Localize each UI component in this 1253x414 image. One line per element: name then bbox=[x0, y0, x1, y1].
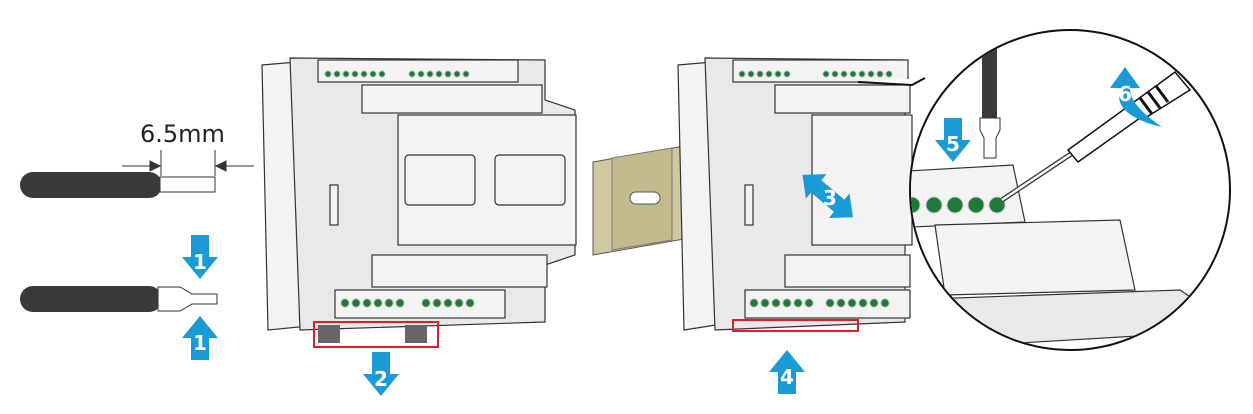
terminal-screw bbox=[465, 298, 475, 308]
terminal-screw bbox=[858, 298, 868, 308]
terminal-screw bbox=[783, 70, 791, 78]
din-module-right bbox=[677, 57, 913, 331]
svg-text:5: 5 bbox=[946, 132, 960, 156]
terminal-screw bbox=[849, 70, 857, 78]
terminal-screw bbox=[760, 298, 770, 308]
terminal-screw bbox=[443, 298, 453, 308]
terminal-screw bbox=[373, 298, 383, 308]
terminal-screw bbox=[417, 70, 425, 78]
svg-text:1: 1 bbox=[193, 250, 207, 274]
step-1-down-arrow: 1 bbox=[182, 235, 218, 279]
svg-text:3: 3 bbox=[823, 186, 837, 210]
terminal-screw bbox=[831, 70, 839, 78]
terminal-screw bbox=[793, 298, 803, 308]
terminal-screw bbox=[738, 70, 746, 78]
terminal-screw bbox=[378, 70, 386, 78]
terminal-row bbox=[738, 70, 893, 308]
svg-text:1: 1 bbox=[193, 331, 207, 355]
terminal-screw bbox=[967, 196, 985, 214]
terminal-screw bbox=[351, 70, 359, 78]
terminal-screw bbox=[351, 298, 361, 308]
terminal-screw bbox=[774, 70, 782, 78]
terminal-screw bbox=[925, 196, 943, 214]
terminal-screw bbox=[444, 70, 452, 78]
terminal-screw bbox=[340, 298, 350, 308]
ferrule-wire bbox=[20, 286, 218, 312]
terminal-screw bbox=[869, 298, 879, 308]
terminal-screw bbox=[360, 70, 368, 78]
terminal-screw bbox=[454, 298, 464, 308]
dimension-label: 6.5mm bbox=[140, 120, 225, 148]
svg-text:4: 4 bbox=[780, 365, 794, 389]
step-6-rotate-arrow: 6 bbox=[1110, 67, 1162, 127]
terminal-screw bbox=[333, 70, 341, 78]
step-3-diagonal-arrow: 3 bbox=[802, 174, 853, 218]
terminal-screw bbox=[426, 70, 434, 78]
terminal-screw bbox=[384, 298, 394, 308]
terminal-screw bbox=[749, 298, 759, 308]
terminal-screw bbox=[395, 298, 405, 308]
stripped-wire bbox=[20, 172, 216, 198]
terminal-screw bbox=[858, 70, 866, 78]
din-module-left bbox=[261, 57, 577, 343]
terminal-screw bbox=[782, 298, 792, 308]
terminal-screw bbox=[880, 298, 890, 308]
terminal-screw bbox=[847, 298, 857, 308]
step-5-down-arrow: 5 bbox=[935, 118, 971, 162]
terminal-screw bbox=[765, 70, 773, 78]
terminal-screw bbox=[408, 70, 416, 78]
clip-highlight-box bbox=[313, 321, 439, 348]
terminal-screw bbox=[462, 70, 470, 78]
terminal-screw bbox=[369, 70, 377, 78]
terminal-screw bbox=[342, 70, 350, 78]
terminal-screw bbox=[747, 70, 755, 78]
din-rail bbox=[592, 144, 691, 256]
terminal-screw bbox=[421, 298, 431, 308]
clip-highlight-box-right bbox=[732, 319, 859, 332]
svg-text:2: 2 bbox=[374, 367, 388, 391]
terminal-screw bbox=[946, 196, 964, 214]
terminal-screw bbox=[804, 298, 814, 308]
terminal-screw bbox=[435, 70, 443, 78]
terminal-row bbox=[324, 70, 475, 308]
terminal-screw bbox=[988, 196, 1006, 214]
magnified-detail bbox=[857, 29, 1231, 351]
terminal-screw bbox=[771, 298, 781, 308]
terminal-screw bbox=[867, 70, 875, 78]
terminal-screw bbox=[836, 298, 846, 308]
step-4-up-arrow: 4 bbox=[769, 350, 805, 394]
terminal-screw bbox=[885, 70, 893, 78]
strip-length-dimension bbox=[122, 150, 254, 176]
terminal-screw bbox=[324, 70, 332, 78]
magnified-terminal-row bbox=[911, 196, 1006, 214]
terminal-screw bbox=[453, 70, 461, 78]
terminal-screw bbox=[362, 298, 372, 308]
terminal-screw bbox=[840, 70, 848, 78]
step-2-down-arrow: 2 bbox=[363, 352, 399, 396]
step-1-up-arrow: 1 bbox=[182, 316, 218, 360]
terminal-screw bbox=[756, 70, 764, 78]
terminal-screw bbox=[822, 70, 830, 78]
terminal-screw bbox=[876, 70, 884, 78]
terminal-screw bbox=[825, 298, 835, 308]
svg-text:6: 6 bbox=[1118, 82, 1132, 106]
terminal-screw bbox=[432, 298, 442, 308]
